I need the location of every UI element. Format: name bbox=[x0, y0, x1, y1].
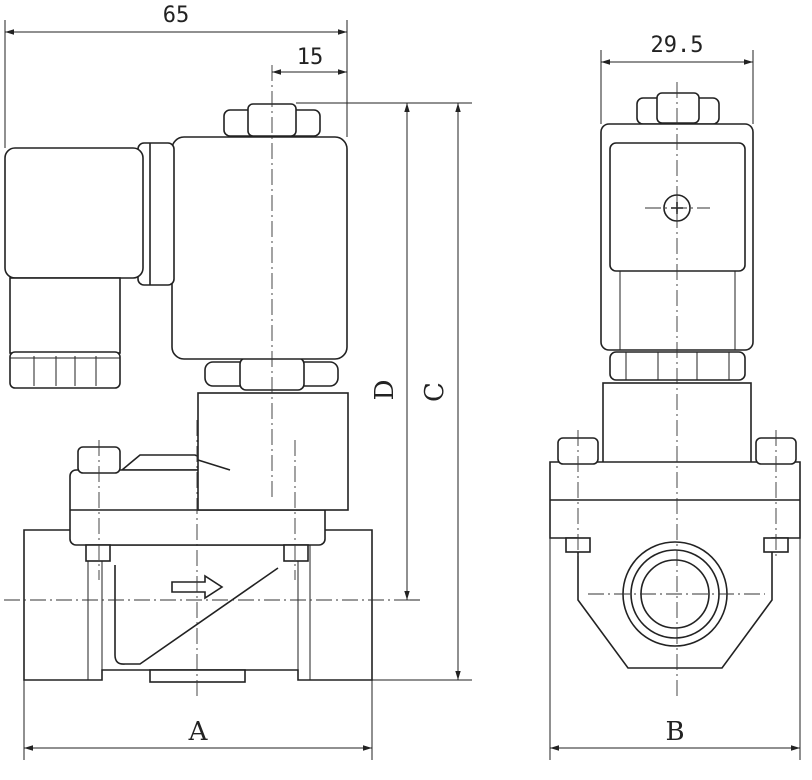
cable-gland bbox=[9, 351, 121, 389]
nut-right bbox=[283, 544, 309, 562]
dim-height-d-label: D bbox=[370, 380, 400, 401]
dim-height-c-label: C bbox=[420, 382, 450, 402]
front-internal-seat bbox=[114, 565, 279, 665]
front-view: 65 15 D C A bbox=[4, 3, 472, 760]
side-lower-nut bbox=[609, 351, 746, 381]
nut-left bbox=[85, 544, 111, 562]
side-body bbox=[549, 461, 801, 669]
dim-length-a-label: A bbox=[188, 717, 209, 747]
connector-housing bbox=[4, 147, 144, 279]
flow-arrow-icon bbox=[171, 574, 224, 600]
dim-coil-width-label: 29.5 bbox=[651, 33, 704, 58]
side-view: 29.5 B bbox=[549, 33, 801, 760]
dim-width-b-label: B bbox=[665, 717, 684, 747]
side-top-nut-center bbox=[656, 92, 700, 124]
front-coil bbox=[171, 136, 348, 360]
front-body bbox=[23, 529, 373, 681]
dim-overall-width-label: 65 bbox=[163, 3, 190, 28]
connector-neck bbox=[9, 277, 121, 354]
front-bottom-boss bbox=[149, 669, 246, 683]
tube-step bbox=[197, 459, 231, 471]
dim-offset-label: 15 bbox=[297, 45, 324, 70]
front-armature-tube bbox=[197, 392, 349, 511]
